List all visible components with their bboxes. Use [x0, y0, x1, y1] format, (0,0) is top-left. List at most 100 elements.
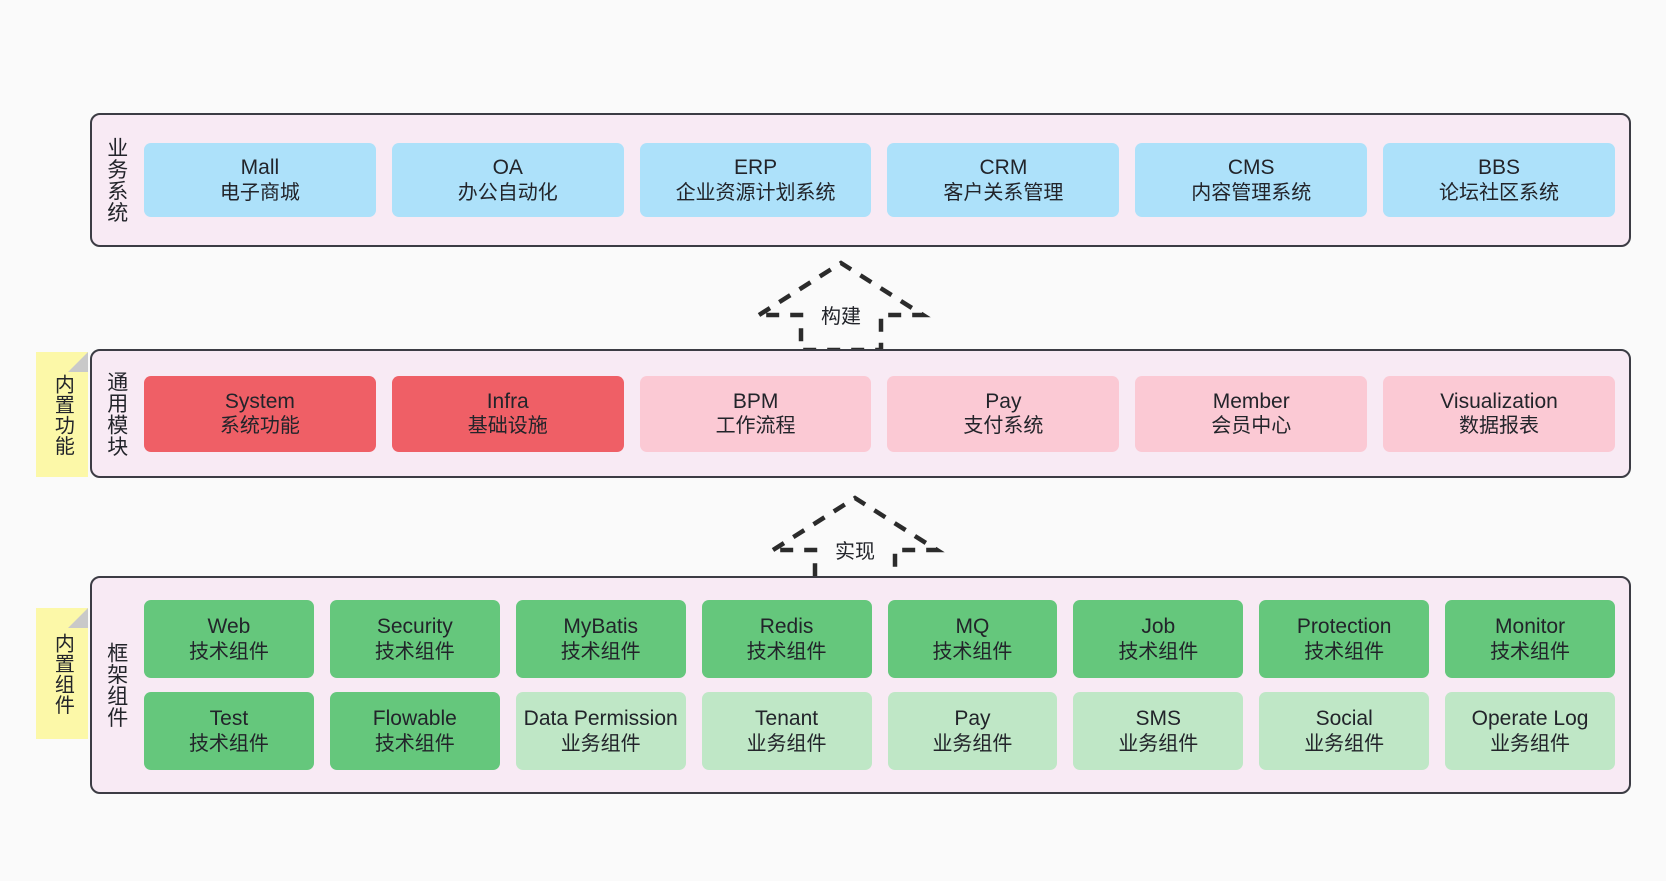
module-title: Pay [954, 707, 991, 730]
arrow-implement: 实现 [765, 490, 945, 590]
module-subtitle: 业务组件 [1490, 732, 1571, 755]
module-subtitle: 技术组件 [932, 640, 1013, 663]
module-title: CMS [1227, 156, 1275, 179]
module-title: Security [376, 615, 453, 638]
module-subtitle: 电子商城 [219, 181, 300, 204]
module-subtitle: 技术组件 [1490, 640, 1571, 663]
layer-row: Test 技术组件 Flowable 技术组件 Data Permission … [144, 692, 1615, 770]
module-subtitle: 支付系统 [963, 415, 1044, 438]
module-card-test[interactable]: Test 技术组件 [144, 692, 314, 770]
module-card-visualization[interactable]: Visualization 数据报表 [1383, 375, 1615, 452]
dashed-hollow-up-arrow-icon [751, 260, 931, 353]
module-subtitle: 业务组件 [932, 732, 1013, 755]
module-subtitle: 系统功能 [219, 415, 300, 438]
module-title: Member [1212, 389, 1290, 413]
module-title: Redis [759, 615, 814, 638]
module-title: ERP [733, 156, 778, 179]
module-title: CRM [979, 156, 1028, 179]
module-subtitle: 技术组件 [374, 640, 455, 663]
module-title: Tenant [755, 707, 819, 730]
module-title: SMS [1135, 707, 1182, 730]
module-subtitle: 数据报表 [1459, 415, 1540, 438]
sticky-note-builtin-functions: 内置功能 [36, 352, 88, 477]
module-card-protection[interactable]: Protection 技术组件 [1259, 600, 1430, 678]
layer-framework-component: 框架组件 Web 技术组件 Security 技术组件 MyBatis 技术组件… [90, 576, 1631, 794]
module-card-mybatis[interactable]: MyBatis 技术组件 [515, 600, 686, 678]
layer-row: Web 技术组件 Security 技术组件 MyBatis 技术组件 Redi… [144, 600, 1615, 678]
module-subtitle: 技术组件 [188, 732, 269, 755]
module-subtitle: 业务组件 [560, 732, 641, 755]
module-card-infra[interactable]: Infra 基础设施 [391, 375, 624, 452]
layer-label-common-module: 通用模块 [104, 370, 128, 457]
layer-row: System 系统功能 Infra 基础设施 BPM 工作流程 Pay 支付系统… [144, 375, 1615, 452]
module-title: OA [492, 156, 523, 179]
module-subtitle: 技术组件 [1118, 640, 1199, 663]
module-title: System [224, 389, 295, 413]
module-subtitle: 业务组件 [1304, 732, 1385, 755]
module-card-erp[interactable]: ERP 企业资源计划系统 [639, 143, 872, 217]
module-card-cms[interactable]: CMS 内容管理系统 [1135, 143, 1368, 217]
module-card-flowable[interactable]: Flowable 技术组件 [329, 692, 500, 770]
module-card-tenant[interactable]: Tenant 业务组件 [701, 692, 872, 770]
dashed-hollow-up-arrow-icon [765, 495, 945, 588]
module-subtitle: 技术组件 [1304, 640, 1385, 663]
layer-label-business-system: 业务系统 [104, 137, 128, 223]
module-title: Mall [240, 156, 280, 179]
module-subtitle: 客户关系管理 [943, 181, 1064, 204]
module-subtitle: 办公自动化 [457, 181, 558, 204]
module-card-operate-log[interactable]: Operate Log 业务组件 [1445, 692, 1615, 770]
module-title: BPM [732, 389, 779, 413]
module-subtitle: 技术组件 [374, 732, 455, 755]
module-subtitle: 论坛社区系统 [1439, 181, 1560, 204]
module-title: Social [1315, 707, 1373, 730]
arrow-build: 构建 [751, 255, 931, 355]
layer-body-framework-component: Web 技术组件 Security 技术组件 MyBatis 技术组件 Redi… [140, 578, 1629, 792]
module-card-data-permission[interactable]: Data Permission 业务组件 [515, 692, 686, 770]
module-card-redis[interactable]: Redis 技术组件 [701, 600, 872, 678]
module-title: Web [207, 615, 251, 638]
module-card-social[interactable]: Social 业务组件 [1259, 692, 1430, 770]
module-card-job[interactable]: Job 技术组件 [1073, 600, 1244, 678]
module-title: BBS [1478, 156, 1521, 179]
sticky-note-builtin-components: 内置组件 [36, 608, 88, 739]
module-card-pay-business[interactable]: Pay 业务组件 [887, 692, 1058, 770]
module-title: MyBatis [563, 615, 639, 638]
module-title: Flowable [372, 707, 457, 730]
module-title: Visualization [1440, 389, 1558, 413]
module-card-sms[interactable]: SMS 业务组件 [1073, 692, 1244, 770]
module-subtitle: 企业资源计划系统 [675, 181, 836, 204]
module-card-system[interactable]: System 系统功能 [144, 375, 376, 452]
module-title: Data Permission [523, 707, 678, 730]
module-card-bbs[interactable]: BBS 论坛社区系统 [1383, 143, 1615, 217]
module-card-mq[interactable]: MQ 技术组件 [887, 600, 1058, 678]
module-card-monitor[interactable]: Monitor 技术组件 [1445, 600, 1615, 678]
layer-row: Mall 电子商城 OA 办公自动化 ERP 企业资源计划系统 CRM 客户关系… [144, 143, 1615, 217]
module-card-web[interactable]: Web 技术组件 [144, 600, 314, 678]
module-card-pay[interactable]: Pay 支付系统 [887, 375, 1120, 452]
module-card-mall[interactable]: Mall 电子商城 [144, 143, 376, 217]
module-subtitle: 业务组件 [746, 732, 827, 755]
module-title: Monitor [1495, 615, 1566, 638]
module-card-bpm[interactable]: BPM 工作流程 [639, 375, 872, 452]
module-subtitle: 基础设施 [467, 415, 548, 438]
module-title: Pay [985, 389, 1022, 413]
module-title: Infra [486, 389, 529, 413]
module-title: Operate Log [1471, 707, 1589, 730]
layer-common-module: 通用模块 System 系统功能 Infra 基础设施 BPM 工作流程 Pay… [90, 349, 1631, 478]
module-subtitle: 工作流程 [715, 415, 796, 438]
module-card-member[interactable]: Member 会员中心 [1135, 375, 1368, 452]
module-subtitle: 技术组件 [746, 640, 827, 663]
module-title: Protection [1296, 615, 1392, 638]
module-card-security[interactable]: Security 技术组件 [329, 600, 500, 678]
layer-body-business-system: Mall 电子商城 OA 办公自动化 ERP 企业资源计划系统 CRM 客户关系… [140, 115, 1629, 245]
module-subtitle: 技术组件 [560, 640, 641, 663]
module-title: MQ [955, 615, 990, 638]
layer-business-system: 业务系统 Mall 电子商城 OA 办公自动化 ERP 企业资源计划系统 CRM… [90, 113, 1631, 247]
layer-body-common-module: System 系统功能 Infra 基础设施 BPM 工作流程 Pay 支付系统… [140, 351, 1629, 476]
module-subtitle: 内容管理系统 [1191, 181, 1312, 204]
module-card-oa[interactable]: OA 办公自动化 [391, 143, 624, 217]
module-title: Job [1141, 615, 1176, 638]
module-card-crm[interactable]: CRM 客户关系管理 [887, 143, 1120, 217]
module-subtitle: 会员中心 [1211, 415, 1292, 438]
module-subtitle: 业务组件 [1118, 732, 1199, 755]
